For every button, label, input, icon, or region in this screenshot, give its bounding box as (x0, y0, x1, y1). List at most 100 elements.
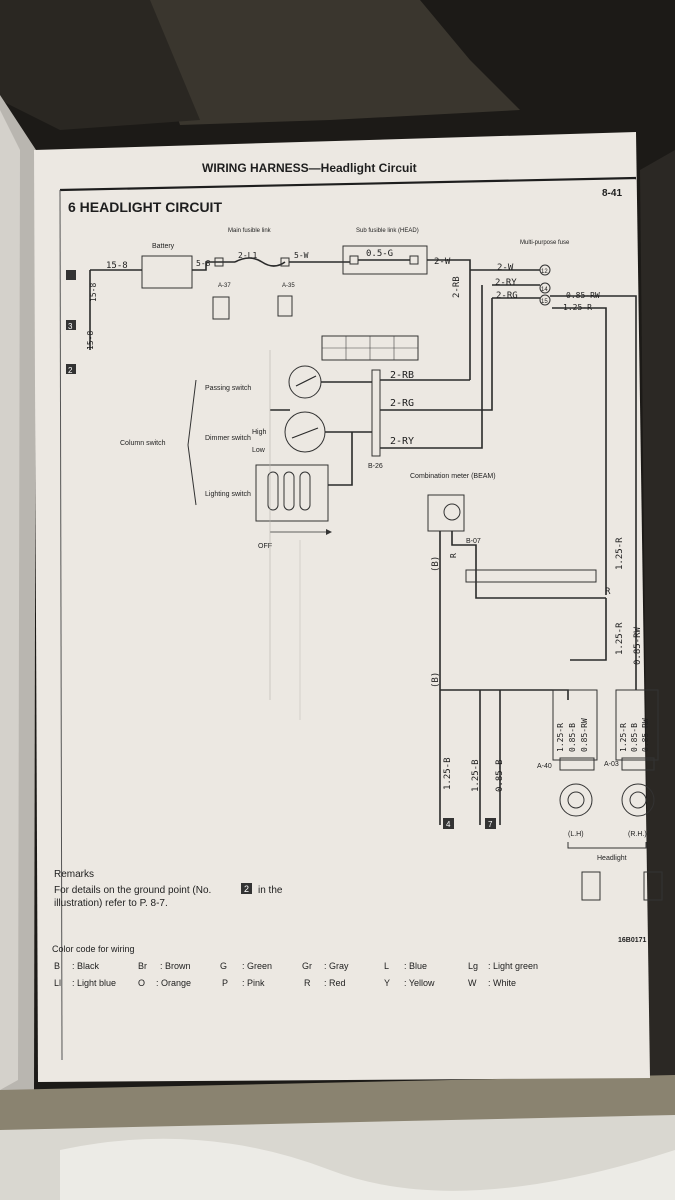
lighting-switch-label: Lighting switch (205, 491, 251, 498)
paper-sheet (34, 132, 650, 1082)
wire-2-rg: 2-RG (390, 398, 414, 409)
remarks-text-after: in the (258, 885, 283, 896)
headlight-label: Headlight (597, 855, 627, 862)
remarks-text-line2: illustration) refer to P. 8-7. (54, 898, 168, 909)
cc-name-g: : Green (242, 961, 272, 971)
wire-0-85-rw-fuse: 0.85-RW (566, 291, 600, 300)
cc-name-o: : Orange (156, 978, 191, 988)
wire-2-w-top: 2-W (434, 257, 451, 267)
ground-2-badge (66, 364, 76, 374)
connector-a35: A-35 (282, 283, 295, 289)
ground-2-label: 2 (68, 366, 73, 375)
headlights: 1.25-R 0.85-B 0.85-RW A-40 (L.H) 1.25-R … (537, 689, 663, 944)
rh-wire-c: 0.85-RW (641, 718, 650, 752)
column-switch-area: 2-RB 2-RG 2-RY B-26 Passing switch Dimme… (120, 285, 493, 720)
ground-4-badge (443, 818, 454, 829)
column-switch-label: Column switch (120, 440, 166, 447)
ground-4-label: 4 (446, 820, 451, 829)
cc-code-l: L (384, 961, 389, 971)
remarks-text-before: For details on the ground point (No. (54, 885, 211, 896)
ground-3-badge (66, 320, 76, 330)
cc-name-l: : Blue (404, 961, 427, 971)
cc-code-r: R (304, 978, 311, 988)
headlight-rh-bulb (621, 783, 655, 817)
cc-name-br: : Brown (160, 961, 191, 971)
combination-meter-box (427, 494, 465, 532)
cc-name-r: : Red (324, 978, 346, 988)
page-number: 8-41 (602, 188, 622, 199)
connector-a40: A-40 (537, 763, 552, 770)
connector-a03: A-03 (604, 761, 619, 768)
wire-5-8: 5-8 (196, 259, 211, 268)
passing-switch-label: Passing switch (205, 385, 251, 392)
ground-3-label: 3 (68, 322, 73, 331)
wire-1-25-b-a: 1.25-B (443, 757, 453, 790)
wire-0-5-g: 0.5-G (366, 249, 393, 259)
page-header-title: WIRING HARNESS—Headlight Circuit (202, 161, 417, 175)
fuse-12: 12 (541, 269, 548, 275)
rh-harness (615, 689, 659, 761)
wire-1-25-r-right2: 1.25-R (615, 622, 625, 655)
wire-2-rg-fuse: 2-RG (496, 291, 518, 301)
figure-code: 16B0171 (618, 937, 647, 944)
wire-5-w: 5-W (294, 251, 309, 260)
cc-code-lg: Lg (468, 961, 478, 971)
connector-rh-icon (643, 871, 663, 901)
connector-a35-icon (277, 295, 293, 317)
dimmer-switch-label: Dimmer switch (205, 435, 251, 442)
lighting-switch-symbol (255, 464, 329, 522)
battery-label: Battery (152, 243, 175, 250)
wire-0-85-rw-right: 0.85-RW (633, 626, 643, 665)
cc-name-ll: : Light blue (72, 978, 116, 988)
fuse-14: 14 (541, 287, 548, 293)
lh-harness (552, 689, 598, 761)
remarks-heading: Remarks (54, 869, 94, 880)
wire-r-mid: R (605, 587, 611, 597)
lh-wire-c: 0.85-RW (580, 718, 589, 752)
battery-symbol (141, 255, 193, 289)
main-fusible-link-label: Main fusible link (228, 228, 272, 234)
wire-2-l1: 2-L1 (238, 251, 257, 260)
wire-2-ry: 2-RY (390, 436, 414, 447)
wire-0-85-b: 0.85-B (495, 759, 505, 792)
cc-name-lg: : Light green (488, 961, 538, 971)
cc-code-br: Br (138, 961, 147, 971)
wire-2-rb-vertical: 2-RB (452, 276, 462, 298)
cc-name-w: : White (488, 978, 516, 988)
ground-7-label: 7 (488, 820, 493, 829)
wire-15-8-left-a: 15-8 (89, 283, 98, 302)
cc-code-g: G (220, 961, 227, 971)
color-code-table: Color code for wiring B : Black Br : Bro… (52, 944, 538, 988)
ground-4-badge-top (66, 270, 76, 280)
fuse-15: 15 (541, 299, 548, 305)
lh-wire-b: 0.85-B (568, 723, 577, 752)
wire-r-meter: R (449, 553, 458, 558)
cc-code-p: P (222, 978, 228, 988)
wire-15-8-top: 15-8 (106, 261, 128, 271)
cc-code-o: O (138, 978, 145, 988)
remarks-ground-no: 2 (244, 884, 249, 894)
cc-name-y: : Yellow (404, 978, 435, 988)
wire-2-rb: 2-RB (390, 370, 414, 381)
ground-returns: 1.25-B 1.25-B 0.85-B 4 7 (440, 598, 607, 829)
rh-wire-b: 0.85-B (630, 723, 639, 752)
cc-name-b: : Black (72, 961, 100, 971)
off-label: OFF (258, 543, 272, 550)
cc-name-p: : Pink (242, 978, 265, 988)
remarks-ground-badge (241, 883, 252, 894)
remarks: Remarks For details on the ground point … (54, 869, 283, 909)
lh-wire-a: 1.25-R (556, 723, 565, 752)
wire-1-25-b-b: 1.25-B (471, 759, 481, 792)
headlight-rh-label: (R.H.) (628, 831, 647, 838)
combination-meter-label: Combination meter (BEAM) (410, 473, 496, 480)
supply-chain: Battery Main fusible link Sub fusible li… (66, 228, 637, 690)
connector-a37-icon (212, 296, 230, 320)
wire-2-ry-fuse: 2-RY (495, 278, 517, 288)
section-title: 6 HEADLIGHT CIRCUIT (68, 199, 222, 215)
wire-1-25-r-fuse: 1.25-R (563, 303, 592, 312)
rh-wire-a: 1.25-R (619, 723, 628, 752)
wire-15-8-left-b: 15-8 (86, 331, 95, 350)
color-code-heading: Color code for wiring (52, 944, 135, 954)
dimmer-high-label: High (252, 429, 267, 436)
